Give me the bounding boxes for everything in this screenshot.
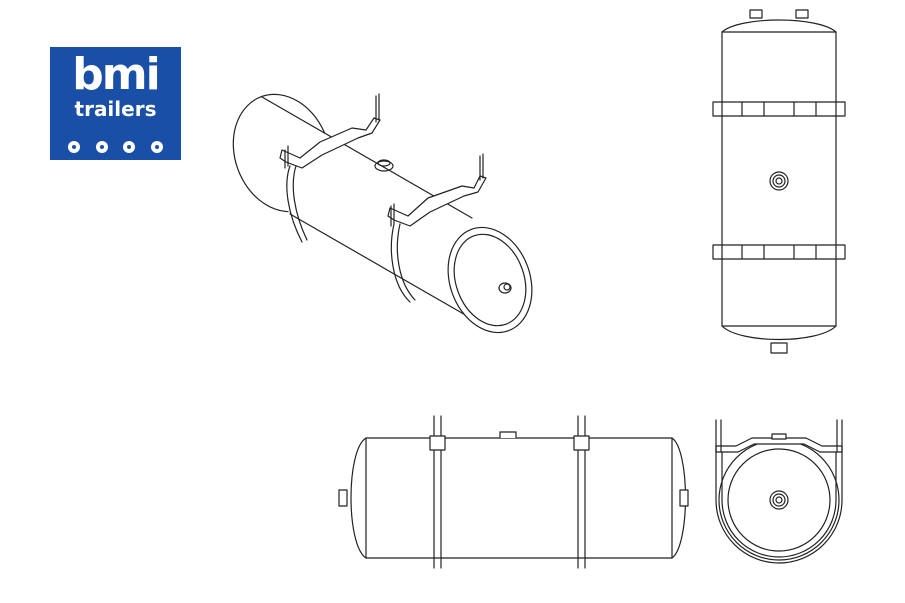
end-view-top-nozzle: [772, 434, 786, 439]
logo-sub-text: trailers: [74, 97, 157, 121]
iso-body-bottom-line: [290, 214, 488, 328]
top-view-port-inner: [776, 178, 782, 184]
end-view-inner: [728, 449, 830, 551]
bmi-trailers-logo: bmi trailers: [50, 47, 181, 160]
end-view: [716, 420, 842, 563]
top-view: [713, 10, 845, 353]
end-view-port-inner: [776, 497, 782, 503]
iso-top-port-inner: [378, 160, 390, 166]
iso-cylinder-body: [262, 98, 490, 344]
iso-front-end-cap: [434, 216, 546, 345]
top-view-strap-2: [713, 245, 845, 259]
iso-front-end-cap-inner: [442, 224, 538, 336]
iso-front-nozzle-inner: [504, 284, 510, 290]
youtube-icon: [123, 141, 136, 153]
top-view-port-outer: [770, 172, 788, 190]
facebook-icon: [68, 141, 80, 153]
top-view-port-mid: [773, 175, 785, 187]
linkedin-icon: [95, 141, 108, 153]
side-view-top-port: [500, 432, 516, 438]
top-view-nub-2: [796, 10, 808, 18]
side-view: [339, 416, 688, 568]
end-view-port-outer: [770, 491, 788, 509]
side-view-clamp-right: [574, 436, 589, 450]
iso-front-nozzle: [499, 283, 511, 293]
top-view-outline: [722, 20, 836, 340]
top-view-strap-1: [713, 102, 845, 116]
end-view-strap-inner: [722, 446, 836, 557]
side-view-right-nozzle: [680, 490, 688, 506]
end-view-shell: [719, 440, 839, 560]
side-view-outline: [351, 438, 686, 558]
top-view-bottom-nozzle: [771, 343, 787, 353]
side-view-left-nozzle: [339, 490, 347, 506]
instagram-icon: [150, 141, 163, 153]
isometric-view: [217, 81, 546, 345]
iso-rear-bracket: [280, 118, 380, 168]
iso-top-port: [375, 161, 393, 171]
end-view-strap-outer: [716, 446, 842, 563]
logo-brand-text: bmi: [72, 49, 160, 100]
end-view-port-mid: [773, 494, 785, 506]
iso-rear-strap: [287, 166, 302, 242]
logo-social-icons: [68, 141, 163, 153]
top-view-nub-1: [750, 10, 762, 18]
iso-front-strap: [391, 224, 410, 302]
side-view-clamp-left: [430, 436, 445, 450]
